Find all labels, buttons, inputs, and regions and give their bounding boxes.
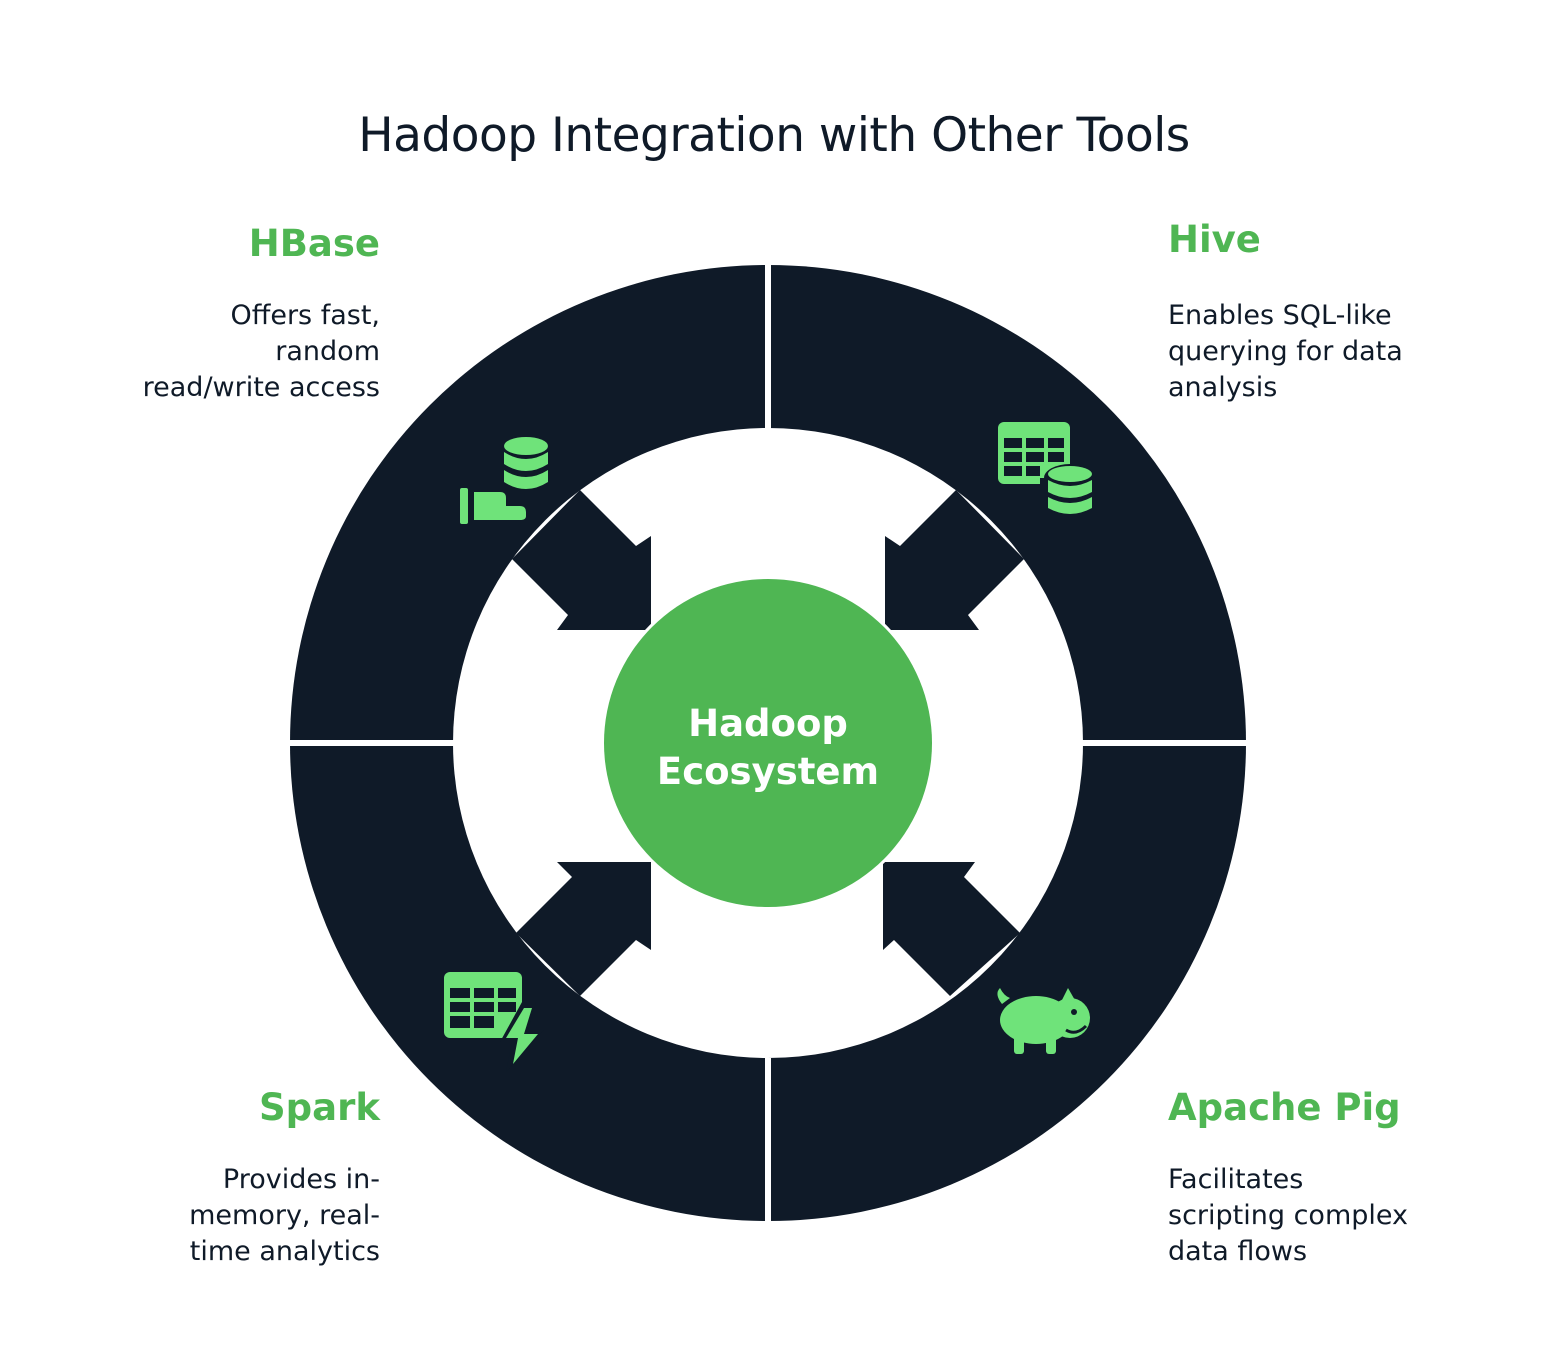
pig-desc-line: Facilitates (1168, 1164, 1304, 1195)
hive-desc-line: analysis (1168, 372, 1278, 403)
separator-top (765, 262, 771, 430)
spark-description: Provides in- memory, real- time analytic… (60, 1162, 380, 1270)
center-label-line2: Ecosystem (656, 750, 880, 793)
pig-desc-line: data flows (1168, 1236, 1308, 1267)
separator-right (1082, 740, 1250, 746)
arrow-pig (883, 862, 1020, 996)
hbase-desc-line: random (275, 336, 380, 367)
hive-desc-line: querying for data (1168, 336, 1403, 367)
table-lightning-icon (444, 972, 544, 1072)
arrow-hive (885, 490, 1024, 630)
spark-desc-line: Provides in- (222, 1164, 380, 1195)
pig-description: Facilitates scripting complex data flows (1168, 1162, 1528, 1270)
hbase-desc-line: Offers fast, (230, 300, 380, 331)
table-database-icon (998, 422, 1100, 520)
hbase-desc-line: read/write access (142, 372, 380, 403)
database-hand-icon (460, 437, 548, 524)
center-node (604, 579, 932, 907)
arrow-hbase (512, 490, 651, 630)
pig-icon (997, 988, 1090, 1054)
spark-heading: Spark (259, 1086, 380, 1129)
pig-desc-line: scripting complex (1168, 1200, 1408, 1231)
hbase-description: Offers fast, random read/write access (60, 298, 380, 406)
hive-heading: Hive (1168, 218, 1261, 261)
diagram-title: Hadoop Integration with Other Tools (358, 108, 1190, 163)
hive-desc-line: Enables SQL-like (1168, 300, 1392, 331)
spark-desc-line: time analytics (189, 1236, 380, 1267)
spark-desc-line: memory, real- (189, 1200, 380, 1231)
arrow-spark (516, 862, 651, 996)
pig-heading: Apache Pig (1168, 1086, 1401, 1129)
center-label: Hadoop Ecosystem (604, 700, 932, 796)
separator-bottom (765, 1058, 771, 1226)
separator-left (286, 740, 454, 746)
center-label-line1: Hadoop (688, 702, 848, 745)
hive-description: Enables SQL-like querying for data analy… (1168, 298, 1508, 406)
hbase-heading: HBase (248, 222, 380, 265)
